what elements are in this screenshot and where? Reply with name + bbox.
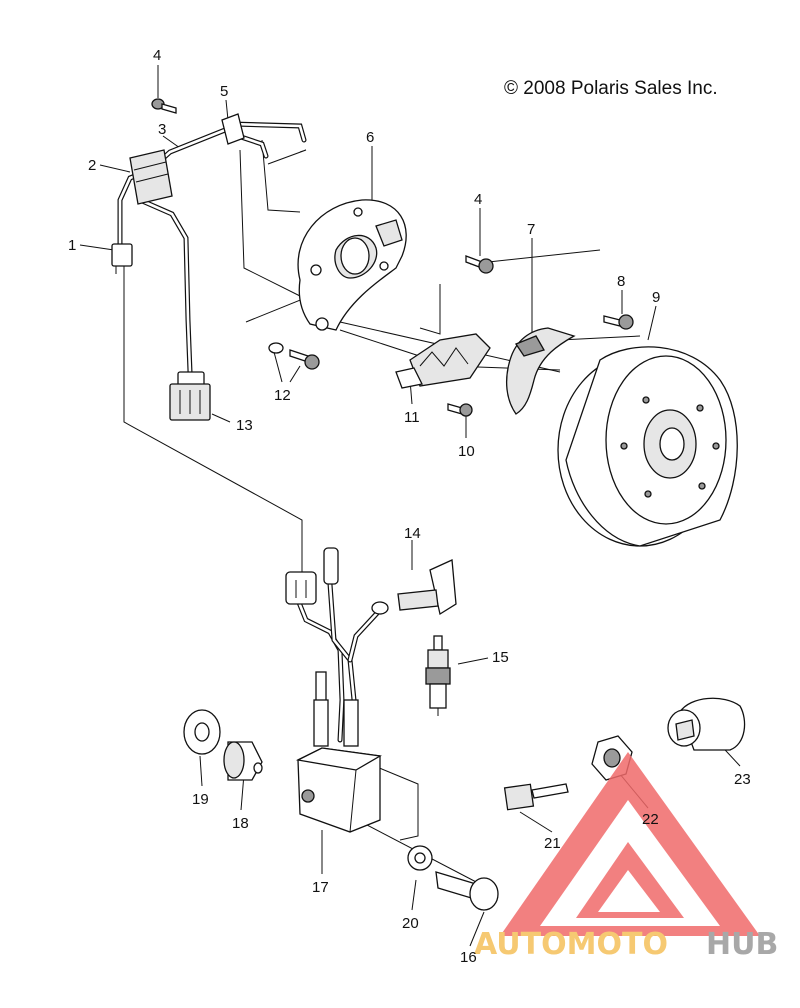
callout-20: 20 xyxy=(402,915,419,932)
washer-and-bolt-12 xyxy=(268,342,320,370)
watermark-brand-b: HUB xyxy=(706,927,778,962)
watermark-brand-a: AUTOMOTO xyxy=(474,927,668,962)
callout-14: 14 xyxy=(404,525,421,542)
lead-connector-double xyxy=(285,571,317,605)
cap xyxy=(667,697,746,751)
screw xyxy=(435,871,499,911)
callout-10: 10 xyxy=(458,443,475,460)
pickup-bolt xyxy=(447,403,473,417)
callout-22: 22 xyxy=(642,811,659,828)
callout-21: 21 xyxy=(544,835,561,852)
watermark-logo: AUTOMOTO HUB xyxy=(474,752,778,962)
callout-23: 23 xyxy=(734,771,751,788)
callout-4-top: 4 xyxy=(153,47,161,64)
callout-15: 15 xyxy=(492,649,509,666)
callout-numbers: 1 2 3 4 5 6 4 7 8 9 12 11 10 13 14 15 19… xyxy=(68,47,751,966)
callout-12: 12 xyxy=(274,387,291,404)
callout-17: 17 xyxy=(312,879,329,896)
callout-19: 19 xyxy=(192,791,209,808)
bolt-small xyxy=(151,98,177,114)
callout-18: 18 xyxy=(232,815,249,832)
callout-7: 7 xyxy=(527,221,535,238)
callout-4-stator: 4 xyxy=(474,191,482,208)
spark-plug-cap xyxy=(371,559,457,616)
spark-plug xyxy=(425,635,451,716)
flywheel-bolt xyxy=(603,314,634,330)
copyright-text: © 2008 Polaris Sales Inc. xyxy=(504,78,718,99)
callout-5: 5 xyxy=(220,83,228,100)
lead-connector-single xyxy=(323,547,339,585)
star-washer xyxy=(407,845,433,871)
callout-11: 11 xyxy=(404,409,420,426)
bushing xyxy=(223,741,263,781)
washer xyxy=(183,709,221,755)
callout-13: 13 xyxy=(236,417,253,434)
callout-1: 1 xyxy=(68,237,76,254)
pickup-coil xyxy=(395,333,491,389)
callout-6: 6 xyxy=(366,129,374,146)
callout-2: 2 xyxy=(88,157,96,174)
callout-16: 16 xyxy=(460,949,477,966)
cdi-lead-wires xyxy=(295,581,383,743)
callout-9: 9 xyxy=(652,289,660,306)
wire-grommet xyxy=(129,149,173,205)
harness-clip xyxy=(221,113,245,145)
callout-3: 3 xyxy=(158,121,166,138)
stator-bolt xyxy=(465,255,494,274)
stator-plate xyxy=(297,199,407,331)
mounting-clip xyxy=(503,783,569,811)
harness-connector-small xyxy=(111,243,133,274)
harness-connector-plug xyxy=(169,371,211,421)
ignition-coil xyxy=(295,671,382,833)
magnet-ring-segment xyxy=(505,327,576,415)
flywheel xyxy=(557,346,738,547)
callout-8: 8 xyxy=(617,273,625,290)
